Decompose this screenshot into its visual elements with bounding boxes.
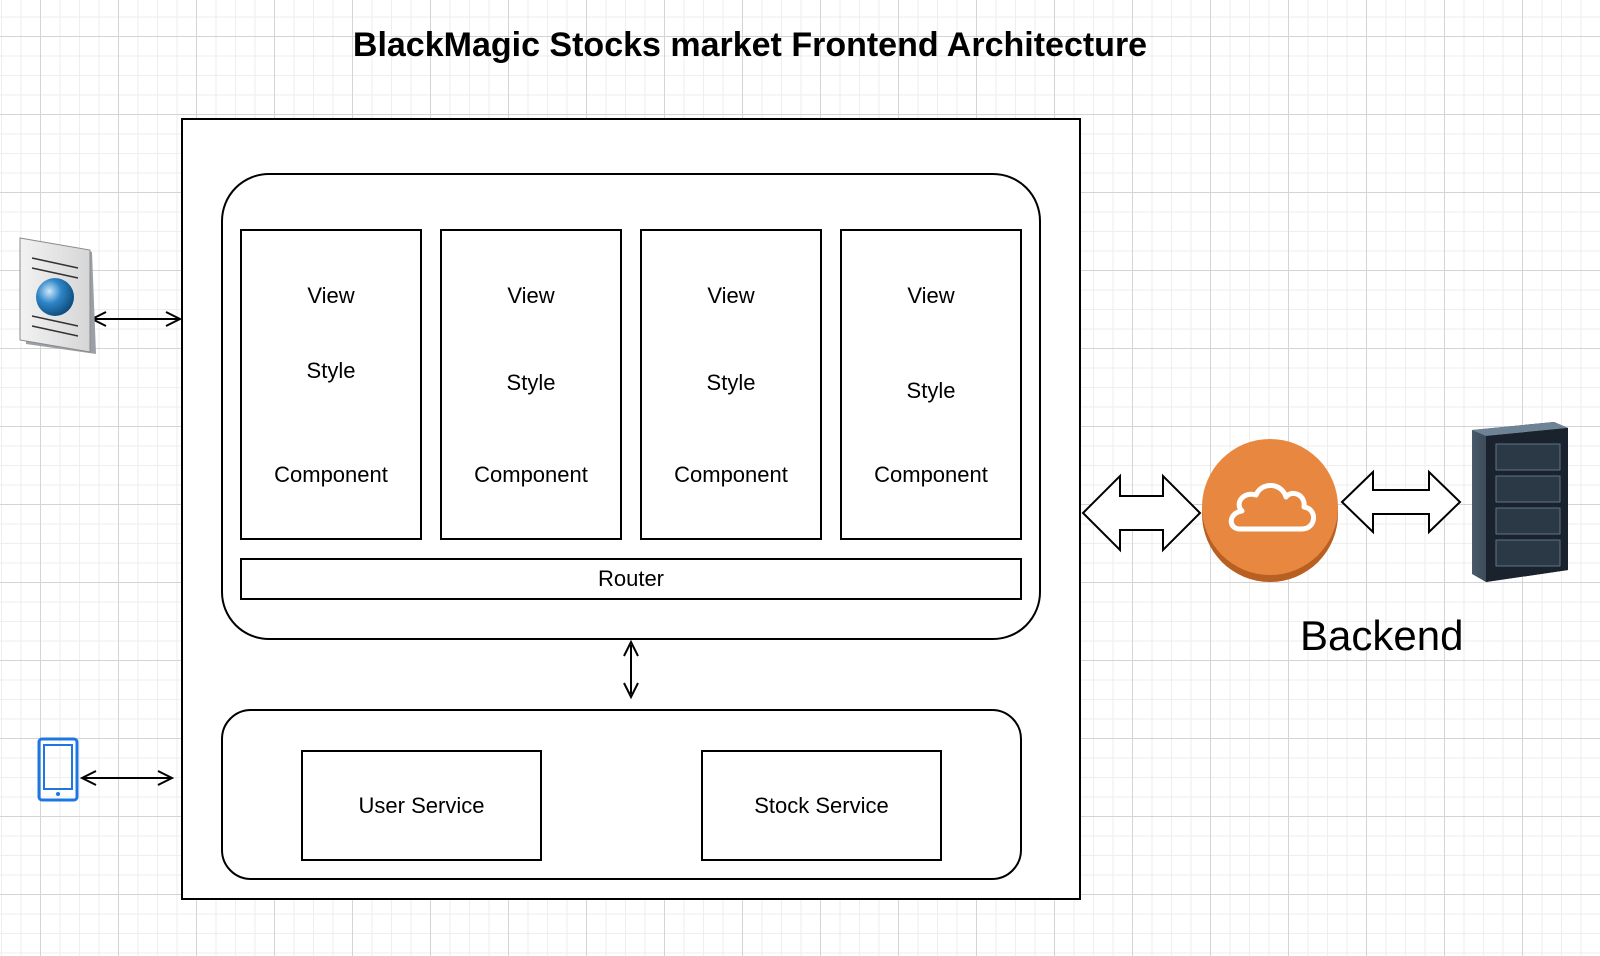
cloud-server-arrow [1340, 469, 1462, 535]
style-label: Style [506, 370, 556, 395]
diagram-title: BlackMagic Stocks market Frontend Archit… [352, 26, 1148, 64]
view-label: View [307, 283, 355, 308]
backend-label: Backend [1300, 612, 1464, 659]
component-column: View Style Component [440, 229, 622, 540]
frontend-cloud-arrow [1081, 473, 1202, 553]
style-label: Style [706, 370, 756, 395]
user-service-box: User Service [301, 750, 542, 861]
user-service-label: User Service [358, 792, 485, 818]
component-label: Component [274, 462, 388, 487]
style-label: Style [906, 378, 956, 403]
mobile-phone-icon [37, 737, 79, 802]
stock-service-label: Stock Service [754, 792, 889, 818]
mobile-arrow [79, 770, 175, 786]
component-label: Component [874, 462, 988, 487]
web-page-globe-icon [19, 237, 96, 354]
style-label: Style [306, 358, 356, 383]
view-label: View [707, 283, 755, 308]
browser-arrow [89, 311, 183, 327]
stock-service-box: Stock Service [701, 750, 942, 861]
component-column: View Style Component [240, 229, 422, 540]
component-column: View Style Component [840, 229, 1022, 540]
router-bar: Router [240, 558, 1022, 600]
server-rack-icon [1472, 422, 1568, 582]
component-column: View Style Component [640, 229, 822, 540]
component-label: Component [474, 462, 588, 487]
cloud-icon [1202, 439, 1338, 582]
component-label: Component [674, 462, 788, 487]
view-label: View [907, 283, 955, 308]
view-label: View [507, 283, 555, 308]
